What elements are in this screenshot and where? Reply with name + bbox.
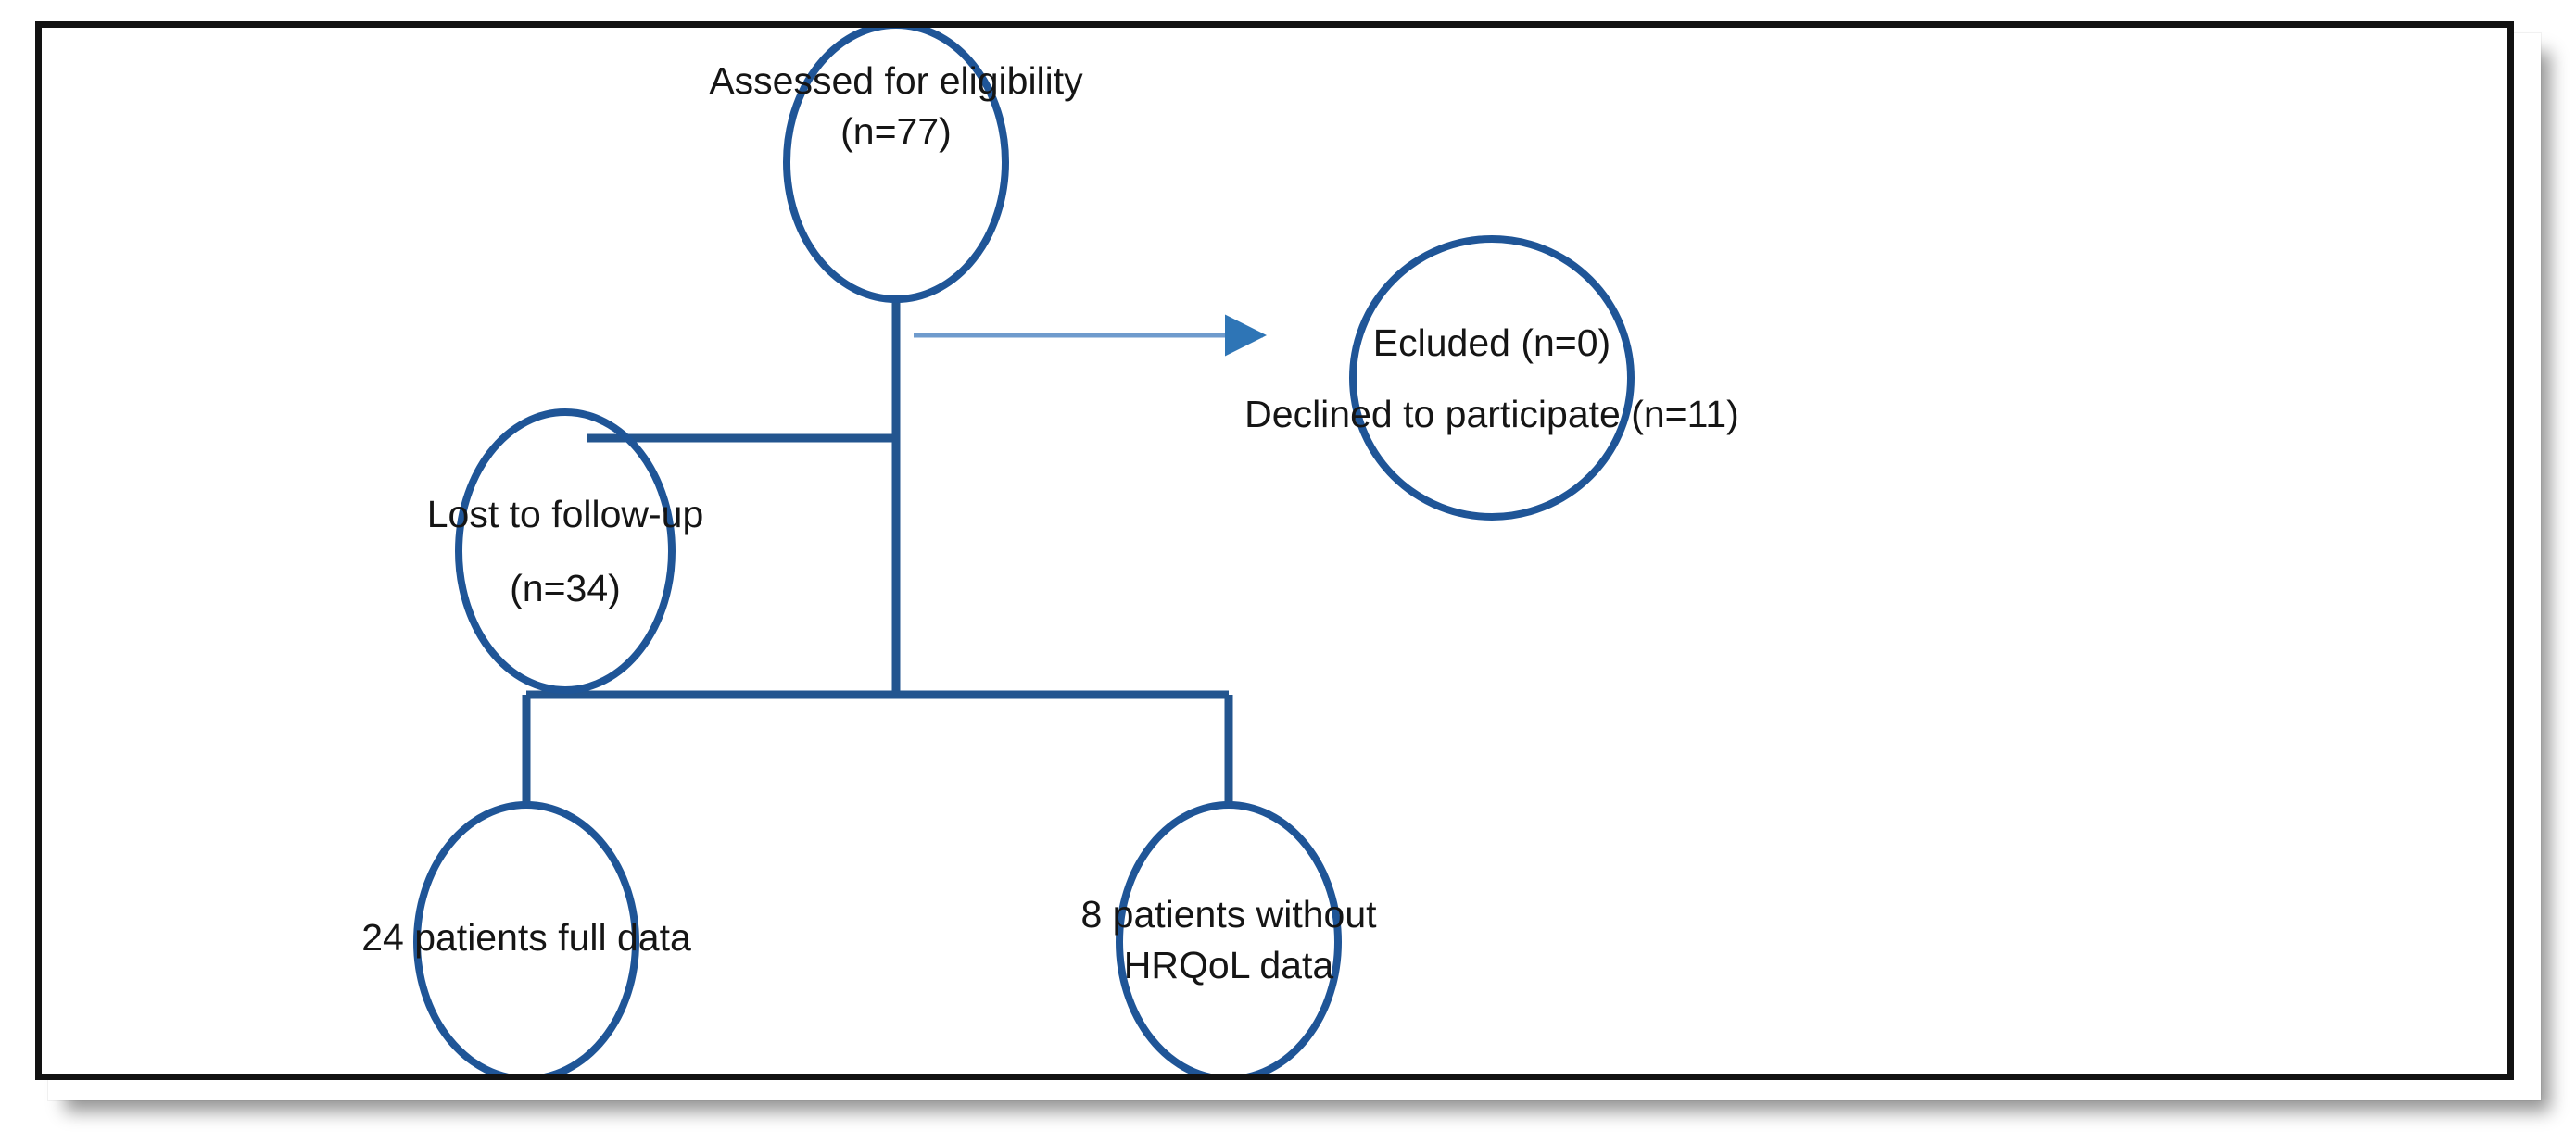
node-excluded-line-1: Ecluded (n=0) xyxy=(1373,321,1610,364)
node-excluded: Ecluded (n=0) Declined to participate (n… xyxy=(1244,235,1739,521)
node-without-hrqol: 8 patients without HRQoL data xyxy=(1080,801,1377,1074)
node-excluded-ellipse xyxy=(1349,235,1635,521)
node-lost-to-follow-up-ellipse xyxy=(455,408,676,694)
node-without-hrqol-line-1: 8 patients without xyxy=(1080,893,1377,936)
node-without-hrqol-ellipse xyxy=(1116,801,1342,1074)
node-lost-to-follow-up-line-1: Lost to follow-up xyxy=(427,493,704,535)
node-assessed-line-1: Assessed for eligibility xyxy=(709,59,1083,102)
figure-frame: Assessed for eligibility (n=77) Ecluded … xyxy=(35,21,2514,1080)
node-lost-to-follow-up-line-2: (n=34) xyxy=(510,567,621,609)
node-full-data-line-1: 24 patients full data xyxy=(361,916,691,959)
node-excluded-line-2: Declined to participate (n=11) xyxy=(1244,393,1739,435)
node-assessed-ellipse xyxy=(783,28,1009,303)
node-lost-to-follow-up: Lost to follow-up (n=34) xyxy=(427,408,704,694)
node-without-hrqol-line-2: HRQoL data xyxy=(1124,944,1334,986)
node-assessed-for-eligibility: Assessed for eligibility (n=77) xyxy=(709,28,1083,303)
node-full-data: 24 patients full data xyxy=(361,801,691,1074)
node-assessed-line-2: (n=77) xyxy=(840,110,952,153)
flowchart-canvas: Assessed for eligibility (n=77) Ecluded … xyxy=(361,28,1739,1074)
node-full-data-ellipse xyxy=(413,801,639,1074)
